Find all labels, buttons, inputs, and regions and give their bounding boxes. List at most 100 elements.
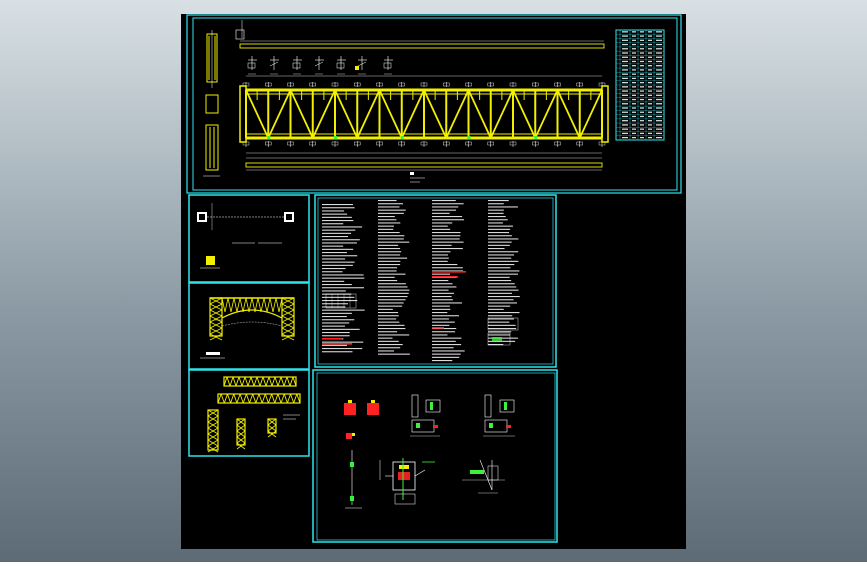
segment-web [271, 376, 276, 387]
truss-diagonal [578, 89, 603, 139]
segment-web [238, 376, 243, 387]
segment-web [220, 393, 225, 404]
table-text [648, 94, 652, 96]
note-text-line [488, 260, 519, 262]
note-text-line [322, 344, 347, 346]
note-text-line [488, 244, 510, 246]
detail-column-base-a [410, 394, 441, 437]
truss-diagonal [534, 89, 559, 139]
table-text [656, 43, 662, 46]
note-text-line [488, 225, 513, 227]
note-text-line [378, 232, 400, 234]
note-text-line [488, 324, 516, 326]
segment-web [245, 393, 250, 404]
table-text [640, 86, 644, 88]
note-text-line [432, 264, 458, 266]
note-text-line [432, 222, 453, 224]
table-text [622, 94, 628, 96]
sheet-connection-details[interactable] [312, 369, 558, 543]
note-text-line [432, 248, 463, 250]
note-text-line [322, 207, 355, 209]
truss-diagonal [445, 89, 470, 139]
note-text-line [432, 206, 459, 208]
note-text-line [322, 287, 364, 289]
note-text-line [378, 216, 395, 218]
portal-web [278, 297, 283, 313]
note-text-line [488, 328, 517, 330]
node-tag [354, 82, 361, 87]
note-text-line [378, 209, 406, 211]
table-text [640, 107, 644, 109]
segment-web [247, 376, 252, 387]
bottom-chord-plan [245, 162, 603, 171]
sheet-design-notes[interactable] [314, 194, 557, 368]
table-text [632, 111, 636, 113]
note-text-line [432, 337, 462, 339]
note-text-line [378, 305, 403, 307]
segment-web [293, 393, 298, 404]
table-text [656, 132, 662, 135]
truss-diagonal [267, 89, 292, 139]
table-text [640, 39, 644, 41]
segment-web [252, 393, 257, 404]
detail-gusset-connection [462, 459, 505, 494]
table-text [622, 43, 628, 46]
note-text-line [322, 242, 357, 244]
portal-web [260, 297, 265, 313]
table-text [640, 31, 644, 33]
node-tag [265, 82, 272, 87]
note-text-line [488, 283, 515, 285]
note-text-line [378, 228, 394, 230]
sheet-node-detail-plan[interactable] [188, 194, 310, 283]
note-text-line [378, 238, 404, 240]
note-text-line [378, 324, 405, 326]
note-text-line [378, 244, 399, 246]
sheet-truss-segments[interactable] [188, 369, 310, 457]
note-text-line [378, 270, 397, 272]
lattice-column [267, 418, 277, 434]
node-tag [576, 82, 583, 87]
note-text-line [432, 340, 456, 342]
detail-column-base-b [483, 394, 515, 437]
top-chord-plan [239, 40, 605, 49]
note-text-line [432, 225, 448, 227]
table-text [656, 94, 662, 96]
node-tag [532, 82, 539, 87]
segment-web [235, 376, 240, 387]
note-text-line [378, 299, 406, 301]
table-text [648, 107, 652, 109]
note-text-line [378, 200, 397, 202]
note-text-line [432, 241, 464, 243]
portal-web [275, 297, 280, 313]
table-text [648, 73, 652, 75]
portal-web [257, 297, 262, 313]
table-text [648, 48, 652, 50]
sheet-portal-frame-elevation[interactable] [188, 282, 310, 370]
portal-lacing [281, 321, 295, 329]
lattice-column [207, 409, 219, 451]
segment-web [258, 393, 263, 404]
table-text [622, 86, 628, 88]
table-text [648, 98, 652, 101]
column-section-details [203, 30, 220, 177]
column-lacing [236, 418, 246, 426]
table-text [640, 43, 644, 46]
note-text-line [378, 280, 398, 282]
note-text-line [488, 216, 506, 218]
note-text-line [378, 292, 409, 294]
table-text [648, 77, 652, 80]
sheet-truss-elevation[interactable] [186, 14, 682, 194]
table-text [622, 128, 628, 130]
table-text [632, 124, 636, 126]
node-tag [331, 82, 339, 87]
note-text-line [322, 210, 345, 212]
table-text [632, 48, 636, 50]
column-lacing [267, 418, 277, 426]
note-text-line [432, 296, 452, 298]
table-text [640, 90, 644, 92]
table-text [622, 132, 628, 135]
gusset-mark [534, 136, 538, 139]
node-tag [331, 141, 339, 146]
